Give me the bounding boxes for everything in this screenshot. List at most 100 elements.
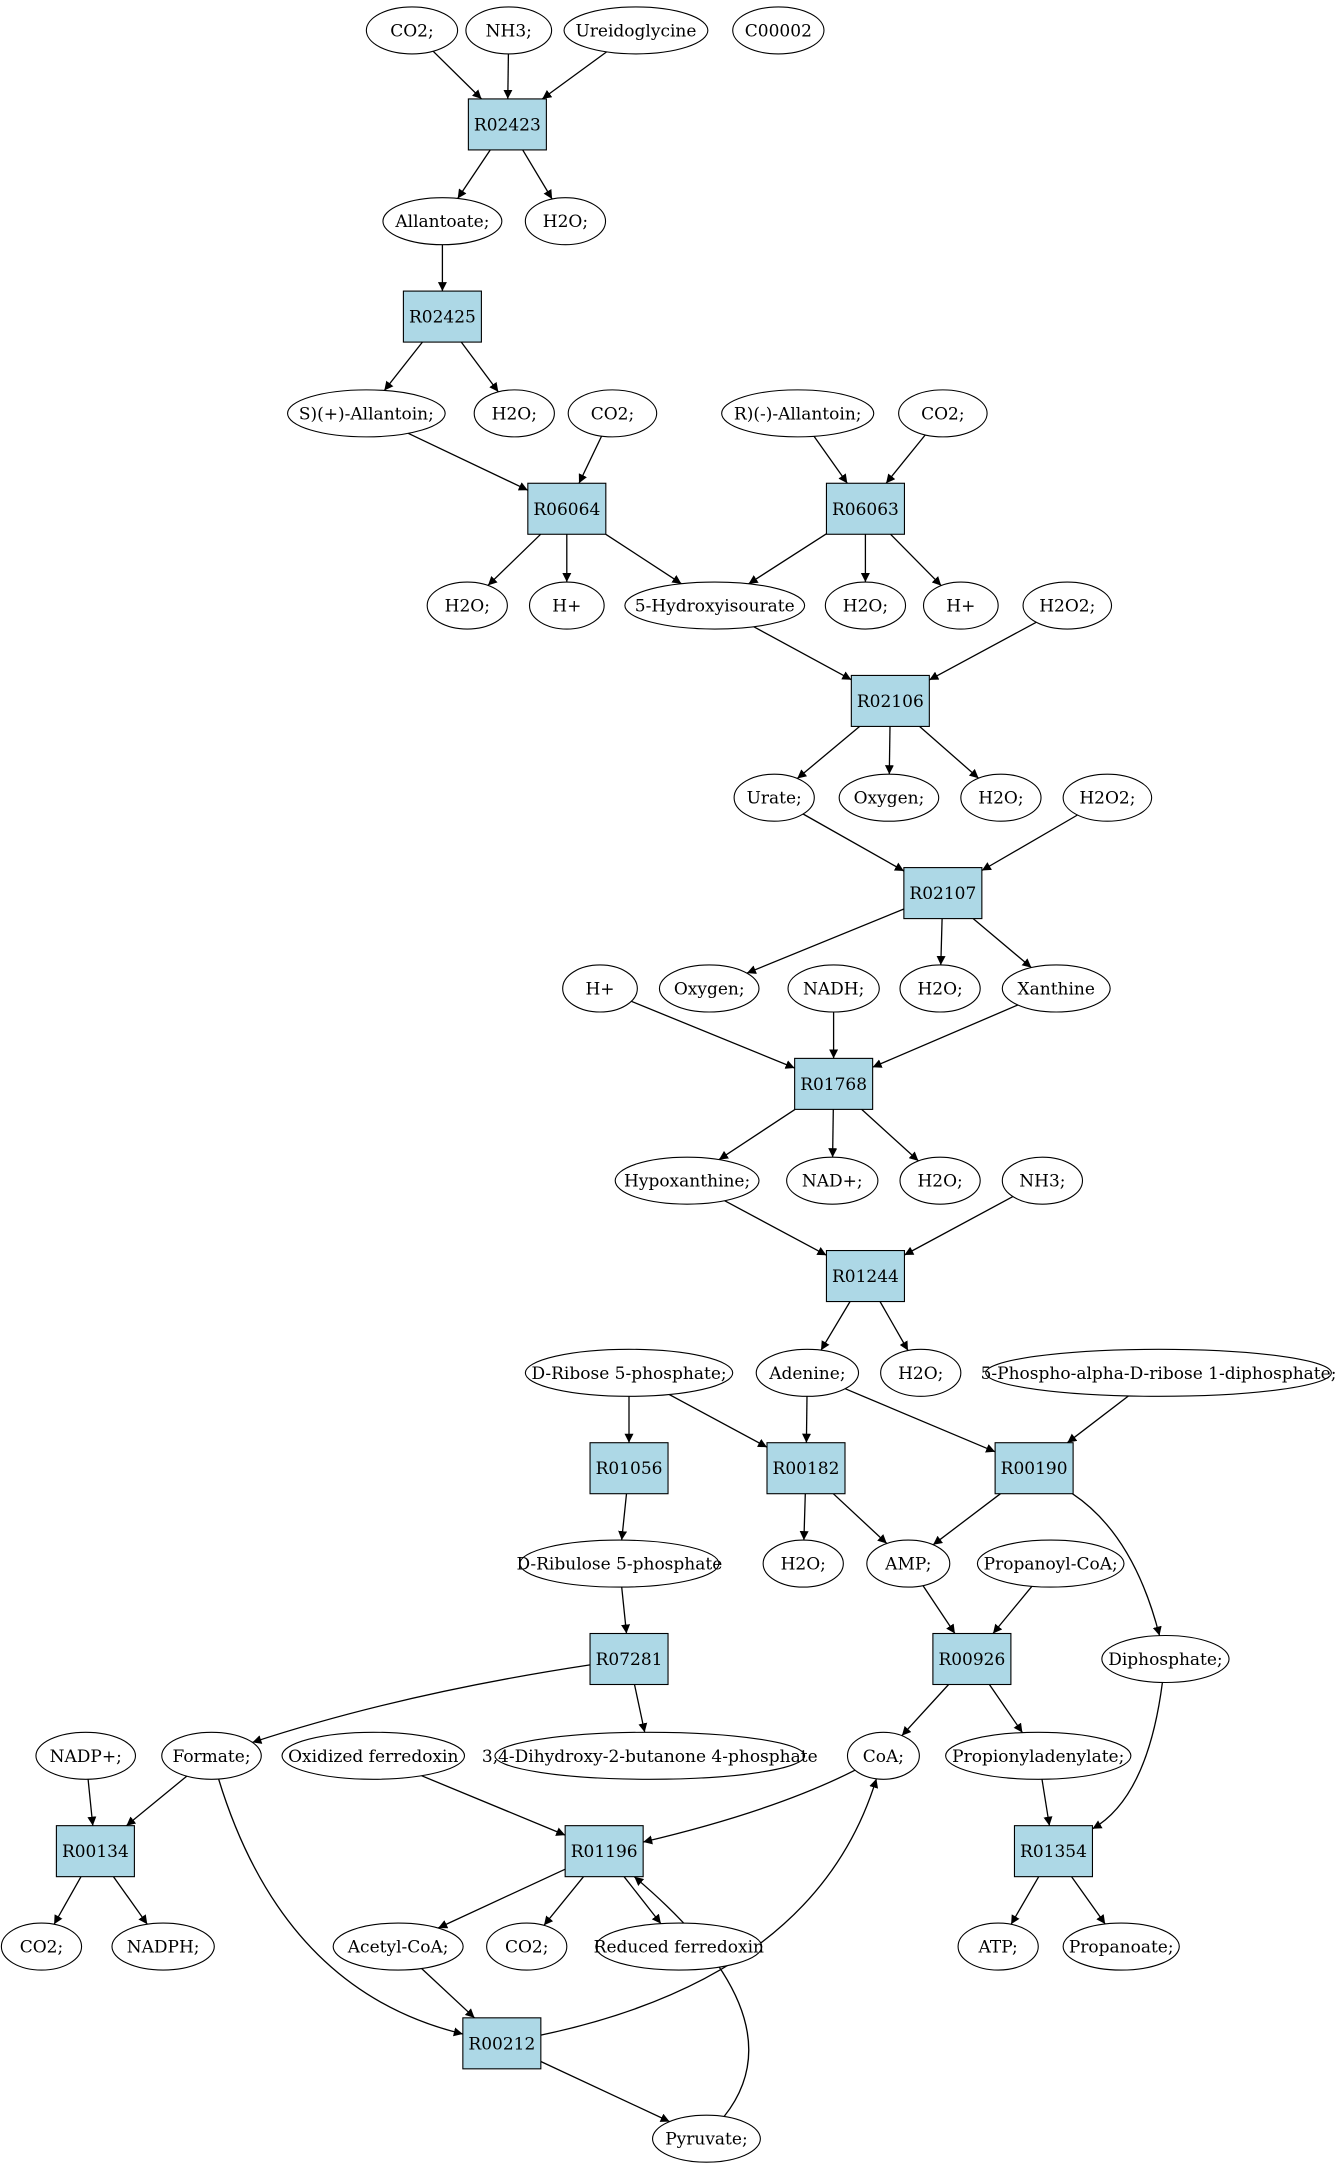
reaction-R01244[interactable]: R01244 [825, 1249, 905, 1303]
reaction-label: R00182 [773, 1459, 840, 1479]
metabolite-ellipse [945, 1731, 1132, 1780]
reaction-box [589, 1632, 669, 1686]
metabolite-nh3_top[interactable]: NH3; [465, 6, 553, 55]
metabolite-ellipse [382, 197, 503, 246]
metabolite-oxygen_2[interactable]: Oxygen; [658, 964, 760, 1013]
reaction-R01196[interactable]: R01196 [564, 1825, 644, 1878]
metabolite-pyruvate[interactable]: Pyruvate; [651, 2114, 761, 2163]
metabolite-oxferredoxin[interactable]: Oxidized ferredoxin [281, 1731, 466, 1780]
metabolite-hypoxanthine[interactable]: Hypoxanthine; [614, 1156, 760, 1205]
metabolite-h2o_4[interactable]: H2O; [824, 581, 907, 630]
edge-co2_2-to-R06064 [578, 435, 603, 484]
metabolite-atp[interactable]: ATP; [957, 1922, 1039, 1971]
metabolite-prpp[interactable]: 5-Phospho-alpha-D-ribose 1-diphosphate; [981, 1348, 1337, 1397]
metabolite-label: H+ [946, 597, 975, 617]
edge-R01196-to-redferredoxin [623, 1876, 662, 1925]
reaction-R00926[interactable]: R00926 [932, 1632, 1012, 1686]
reaction-R00190[interactable]: R00190 [994, 1442, 1074, 1495]
metabolite-c00002[interactable]: C00002 [732, 6, 825, 55]
metabolite-xanthine[interactable]: Xanthine [1001, 964, 1111, 1013]
metabolite-allantoate[interactable]: Allantoate; [382, 197, 503, 246]
metabolite-ellipse [624, 581, 806, 630]
metabolite-h2o_9[interactable]: H2O; [762, 1539, 844, 1588]
edge-R02425-to-h2o_2 [460, 341, 499, 393]
metabolite-h2o_6[interactable]: H2O; [899, 964, 981, 1013]
reaction-R02107[interactable]: R02107 [903, 867, 983, 920]
metabolite-nh3_2[interactable]: NH3; [1001, 1156, 1084, 1205]
reaction-R01056[interactable]: R01056 [589, 1442, 669, 1495]
metabolite-nadpplus[interactable]: NADP+; [35, 1731, 137, 1780]
metabolite-coa[interactable]: CoA; [846, 1731, 920, 1780]
edge-oxferredoxin-to-R01196 [421, 1775, 566, 1836]
metabolite-hplus_1[interactable]: H+ [528, 581, 605, 630]
metabolite-propanoate[interactable]: Propanoate; [1062, 1922, 1180, 1971]
metabolite-amp[interactable]: AMP; [866, 1539, 951, 1588]
edge-R01354-to-atp [1010, 1876, 1040, 1925]
metabolite-label: S)(+)-Allantoin; [299, 404, 434, 424]
metabolite-co2_3[interactable]: CO2; [898, 389, 988, 438]
edge-co2_3-to-R06063 [885, 434, 926, 484]
reaction-R02106[interactable]: R02106 [850, 674, 930, 727]
metabolite-ribulose5p[interactable]: D-Ribulose 5-phosphate [516, 1539, 722, 1588]
metabolite-h2o_7[interactable]: H2O; [899, 1156, 981, 1205]
reaction-R06064[interactable]: R06064 [527, 482, 607, 535]
edge-R01768-to-hypoxanthine [718, 1108, 796, 1161]
reaction-R07281[interactable]: R07281 [589, 1632, 669, 1686]
metabolite-ellipse [732, 6, 825, 55]
metabolite-h2o_8[interactable]: H2O; [880, 1348, 962, 1397]
metabolite-co2_4[interactable]: CO2; [0, 1922, 83, 1971]
metabolite-ribose5p[interactable]: D-Ribose 5-phosphate; [524, 1348, 734, 1397]
metabolite-redferredoxin[interactable]: Reduced ferredoxin [594, 1922, 764, 1971]
metabolite-h2o_1[interactable]: H2O; [524, 197, 607, 246]
reaction-R02423[interactable]: R02423 [467, 98, 547, 151]
metabolite-ellipse [567, 389, 658, 438]
metabolite-ellipse [866, 1539, 951, 1588]
metabolite-h2o2_2[interactable]: H2O2; [1062, 773, 1153, 822]
reaction-R00212[interactable]: R00212 [462, 2017, 542, 2070]
metabolite-label: H2O2; [1079, 789, 1135, 809]
metabolite-r_allantoin[interactable]: R)(-)-Allantoin; [721, 389, 875, 438]
metabolite-propionyladenylate[interactable]: Propionyladenylate; [945, 1731, 1132, 1780]
metabolite-hplus_2[interactable]: H+ [922, 581, 999, 630]
metabolite-urate[interactable]: Urate; [733, 773, 815, 822]
reaction-R00134[interactable]: R00134 [55, 1825, 135, 1878]
metabolite-ellipse [786, 1156, 879, 1205]
metabolite-acetylcoa[interactable]: Acetyl-CoA; [332, 1922, 464, 1971]
metabolite-formate[interactable]: Formate; [161, 1731, 262, 1780]
metabolite-diphosphate[interactable]: Diphosphate; [1101, 1634, 1230, 1684]
reaction-R01354[interactable]: R01354 [1013, 1825, 1094, 1878]
metabolite-label: NADH; [803, 979, 864, 999]
metabolite-hplus_3[interactable]: H+ [562, 964, 638, 1013]
metabolite-co2_2[interactable]: CO2; [567, 389, 658, 438]
reaction-R00182[interactable]: R00182 [766, 1442, 846, 1495]
metabolite-ellipse [755, 1348, 860, 1397]
metabolite-nadph[interactable]: NADPH; [111, 1922, 215, 1971]
metabolite-label: NADPH; [127, 1938, 200, 1958]
metabolite-ureidoglycine[interactable]: Ureidoglycine [563, 6, 709, 55]
metabolite-ellipse [880, 1348, 962, 1397]
metabolite-h2o_5[interactable]: H2O; [960, 773, 1042, 822]
metabolite-ellipse [721, 389, 875, 438]
metabolite-ellipse [595, 1922, 763, 1971]
metabolite-h2o2_1[interactable]: H2O2; [1022, 581, 1113, 630]
metabolite-hydroxyisourate[interactable]: 5-Hydroxyisourate [624, 581, 806, 630]
metabolite-propanoylcoa[interactable]: Propanoyl-CoA; [976, 1539, 1125, 1588]
metabolite-label: H2O; [445, 597, 490, 617]
metabolite-h2o_2[interactable]: H2O; [473, 389, 555, 438]
metabolite-label: H2O; [898, 1364, 943, 1384]
reaction-R06063[interactable]: R06063 [825, 482, 905, 535]
metabolite-adenine[interactable]: Adenine; [755, 1348, 860, 1397]
edge-amp-to-R00926 [922, 1585, 956, 1634]
metabolite-oxygen_1[interactable]: Oxygen; [838, 773, 940, 822]
metabolite-s_allantoin[interactable]: S)(+)-Allantoin; [287, 389, 446, 438]
reaction-R02425[interactable]: R02425 [402, 290, 482, 343]
metabolite-co2_top[interactable]: CO2; [365, 6, 459, 55]
metabolite-label: Allantoate; [394, 212, 489, 232]
metabolite-dhbp[interactable]: 3,4-Dihydroxy-2-butanone 4-phosphate [482, 1731, 818, 1780]
metabolite-nadh[interactable]: NADH; [787, 964, 880, 1013]
metabolite-co2_5[interactable]: CO2; [486, 1922, 568, 1971]
reaction-box [1013, 1825, 1094, 1878]
metabolite-h2o_3[interactable]: H2O; [426, 581, 508, 630]
reaction-R01768[interactable]: R01768 [794, 1057, 874, 1110]
metabolite-nadplus[interactable]: NAD+; [786, 1156, 879, 1205]
